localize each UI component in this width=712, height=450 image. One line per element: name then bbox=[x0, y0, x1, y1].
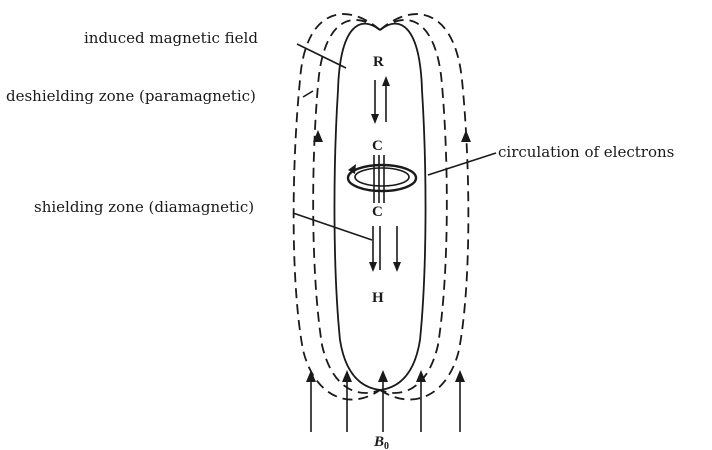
field-loop-right-inner bbox=[380, 20, 447, 393]
label-induced-magnetic-field: induced magnetic field bbox=[84, 29, 258, 47]
arrow-ch-down-left-head bbox=[369, 262, 377, 272]
molecule: R C C H bbox=[369, 54, 401, 306]
pointer-deshielding bbox=[303, 91, 313, 97]
pointer-shielding bbox=[293, 213, 372, 240]
b0-arrow-5-head bbox=[455, 370, 465, 382]
electron-circulation-ring bbox=[348, 164, 416, 191]
atom-h: H bbox=[372, 290, 384, 306]
ring-outer bbox=[348, 165, 416, 191]
b0-arrow-3-head bbox=[378, 370, 388, 382]
external-field-arrows bbox=[306, 370, 465, 432]
atom-c-upper: C bbox=[372, 138, 383, 154]
b0-subscript: 0 bbox=[384, 441, 389, 450]
label-circulation-of-electrons: circulation of electrons bbox=[498, 143, 674, 161]
b0-label: B0 bbox=[373, 434, 389, 450]
arrow-rc-down-head bbox=[371, 114, 379, 124]
b0-arrow-1-head bbox=[306, 370, 316, 382]
atom-r: R bbox=[373, 54, 384, 70]
field-arrowhead-right bbox=[461, 130, 471, 142]
label-deshielding-zone: deshielding zone (paramagnetic) bbox=[6, 87, 256, 105]
atom-c-lower: C bbox=[372, 204, 383, 220]
label-shielding-zone: shielding zone (diamagnetic) bbox=[34, 198, 254, 216]
field-loop-left-outer bbox=[294, 14, 380, 400]
field-loop-right-outer bbox=[380, 14, 468, 400]
arrow-ch-down-right-head bbox=[393, 262, 401, 272]
pointer-circulation bbox=[428, 153, 496, 175]
arrow-rc-up-head bbox=[382, 76, 390, 86]
ring-inner bbox=[355, 168, 409, 186]
field-loop-left-inner bbox=[313, 20, 380, 393]
b0-symbol: B bbox=[373, 434, 384, 450]
